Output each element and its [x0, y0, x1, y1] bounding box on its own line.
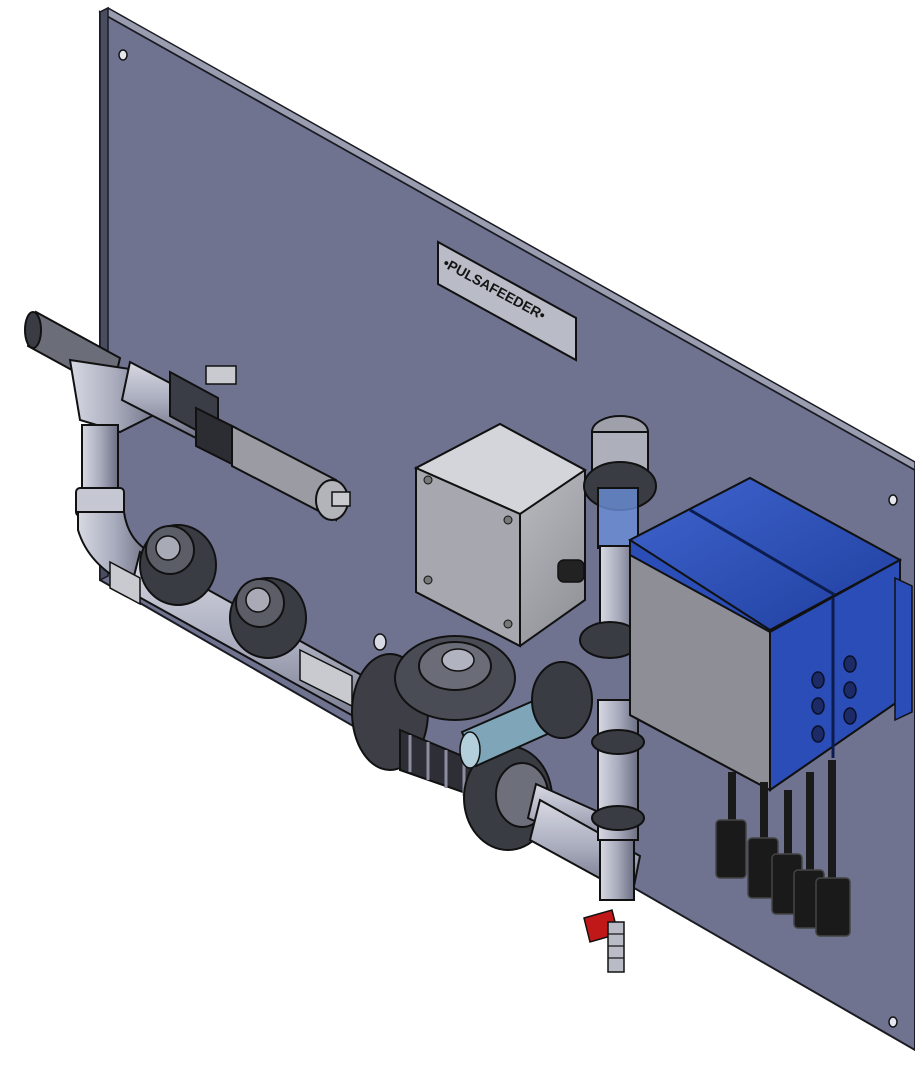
union-1	[139, 524, 217, 606]
pump-screw-1	[423, 475, 433, 485]
inlet-pipe-opening	[24, 311, 42, 349]
control-box-seam	[689, 508, 836, 597]
flowmeter-icon	[597, 487, 639, 549]
pipe-clamp-2	[299, 633, 387, 708]
pump-screw-3	[423, 575, 433, 585]
clamp-1-body	[109, 560, 141, 606]
pump-screw-2	[503, 515, 513, 525]
union-1-bore	[155, 535, 181, 561]
clamp-2-bolt	[373, 633, 387, 651]
mounting-hole-icon	[118, 49, 128, 61]
tee-lower-collar-2	[591, 805, 645, 831]
filter-stem	[331, 491, 351, 507]
metering-pump	[413, 422, 587, 648]
cable-glands	[811, 655, 857, 743]
lower-run-unions	[109, 524, 387, 708]
drain-pipe	[599, 839, 635, 901]
main-valve-assembly	[351, 635, 642, 898]
union-2	[229, 577, 307, 659]
drain-barb-ridges	[608, 933, 624, 959]
power-cords	[715, 760, 851, 937]
pump-knob	[557, 559, 585, 583]
power-plug-icon	[715, 772, 747, 879]
drain-barb	[607, 921, 625, 973]
control-box-bracket	[894, 576, 913, 722]
mounting-hole-icon	[888, 494, 898, 506]
control-box	[628, 476, 913, 792]
pump-screw-4	[503, 619, 513, 629]
flowmeter-column	[579, 415, 657, 973]
filter-clamp	[205, 365, 237, 385]
union-2-bore	[245, 587, 271, 613]
valve-union-top-bore	[441, 648, 475, 672]
power-plug-icon	[815, 760, 851, 937]
inlet-filter-assembly	[24, 310, 351, 522]
injection-fitting-end	[459, 731, 481, 769]
pump-front	[415, 466, 521, 648]
pipe-clamp-1	[109, 560, 141, 606]
right-union-nut	[531, 661, 593, 739]
nameplate-plate	[437, 240, 577, 362]
mounting-hole-icon	[888, 1016, 898, 1028]
tee-lower-collar-1	[591, 729, 645, 755]
